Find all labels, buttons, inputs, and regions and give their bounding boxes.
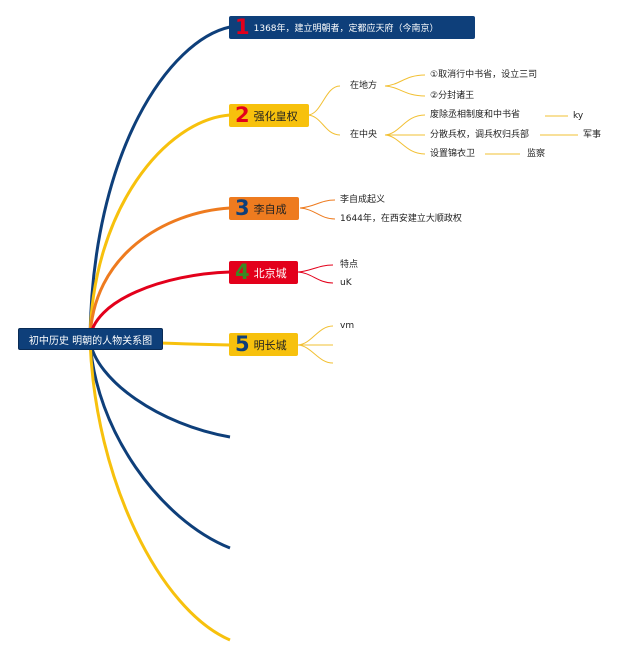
- branch-number-3: 3: [235, 197, 250, 220]
- branch-line-3: [88, 206, 231, 341]
- b4-line-2: [297, 271, 334, 284]
- branch-label-1: 1368年，建立明朝者，定都应天府（今南京）: [253, 24, 439, 34]
- b4-line-1: [297, 264, 334, 273]
- b2-central-label[interactable]: 在中央: [350, 130, 378, 140]
- branch-node-2[interactable]: 2 强化皇权: [229, 104, 309, 127]
- b5-line-3: [297, 344, 334, 364]
- b3-item-1[interactable]: 李自成起义: [340, 195, 386, 205]
- b2-local-item-2[interactable]: ②分封诸王: [430, 91, 475, 101]
- branch-line-2: [88, 113, 231, 341]
- branch-label-4: 北京城: [253, 266, 287, 280]
- branch-line-6: [88, 339, 231, 439]
- b2-line-central-1: [384, 114, 426, 136]
- branch-line-7: [88, 339, 231, 550]
- b2-central-note-2[interactable]: 军事: [583, 130, 602, 140]
- branch-node-3[interactable]: 3 李自成: [229, 197, 299, 220]
- branch-node-5[interactable]: 5 明长城: [229, 333, 298, 356]
- branch-node-1[interactable]: 1 1368年，建立明朝者，定都应天府（今南京）: [229, 16, 475, 39]
- branch-number-1: 1: [235, 16, 250, 39]
- b2-central-note-1[interactable]: ky: [573, 111, 584, 121]
- branch-label-3: 李自成: [253, 202, 287, 216]
- b3-item-2[interactable]: 1644年，在西安建立大顺政权: [340, 214, 462, 224]
- branch-line-8: [88, 339, 231, 642]
- branch-line-4: [88, 270, 231, 341]
- b2-line-local: [307, 85, 341, 116]
- b2-central-item-1[interactable]: 废除丞相制度和中书省: [430, 110, 521, 120]
- b3-line-1: [299, 199, 336, 209]
- root-node[interactable]: 初中历史 明朝的人物关系图: [18, 328, 163, 350]
- b2-central-note-3[interactable]: 监察: [527, 149, 546, 159]
- b5-item-1[interactable]: vm: [340, 321, 355, 331]
- b4-item-1[interactable]: 特点: [340, 260, 359, 270]
- branch-label-5: 明长城: [253, 338, 287, 352]
- b2-central-item-3[interactable]: 设置锦衣卫: [430, 149, 476, 159]
- b2-line-central-3: [384, 134, 426, 155]
- b2-local-label[interactable]: 在地方: [350, 81, 378, 91]
- b2-line-local-2: [384, 85, 426, 97]
- b2-line-local-1: [384, 74, 426, 87]
- root-label: 初中历史 明朝的人物关系图: [28, 335, 153, 347]
- branch-number-5: 5: [235, 333, 250, 356]
- b3-line-2: [299, 207, 336, 220]
- branch-label-2: 强化皇权: [253, 109, 298, 123]
- branch-node-4[interactable]: 4 北京城: [229, 261, 298, 284]
- b2-local-item-1[interactable]: ①取消行中书省，设立三司: [430, 70, 538, 80]
- b2-central-item-2[interactable]: 分散兵权，调兵权归兵部: [430, 130, 530, 140]
- b2-line-central: [307, 114, 341, 136]
- branch-line-1: [88, 25, 231, 341]
- branch-number-4: 4: [235, 261, 250, 284]
- b5-line-1: [297, 325, 334, 346]
- branch-number-2: 2: [235, 104, 250, 127]
- b4-item-2[interactable]: uK: [340, 278, 352, 288]
